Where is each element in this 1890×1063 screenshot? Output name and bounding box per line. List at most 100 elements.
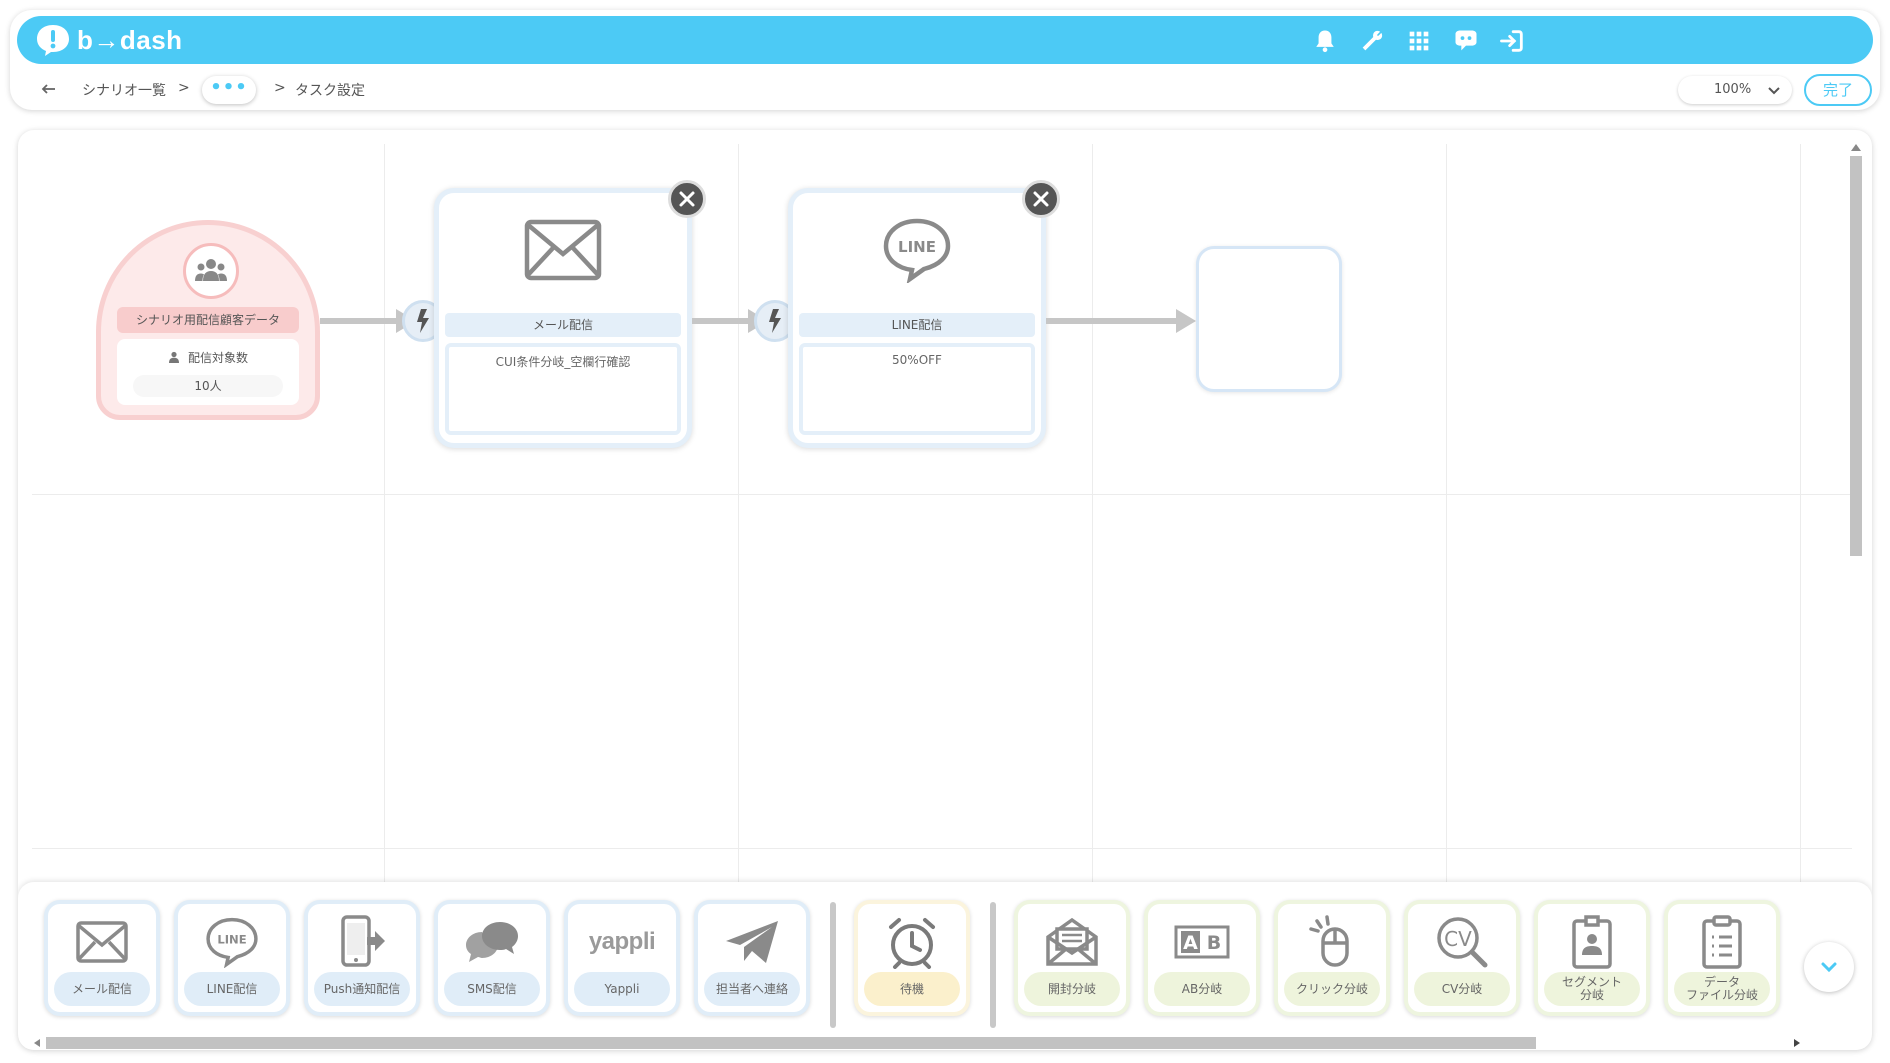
- yappli-logo-text: yappli: [588, 928, 656, 955]
- bell-icon[interactable]: [1310, 26, 1340, 56]
- connector-arrowhead: [1176, 309, 1196, 333]
- grid-line: [32, 494, 1852, 495]
- scenario-canvas[interactable]: シナリオ用配信顧客データ 配信対象数 10人 メール配信 CUI条件分岐_空欄行…: [18, 130, 1872, 1050]
- delete-task-button[interactable]: [668, 180, 706, 218]
- task-node-title: LINE配信: [799, 313, 1035, 337]
- start-node-count-box: 配信対象数 10人: [117, 339, 299, 405]
- svg-text:A: A: [1183, 932, 1198, 954]
- task-node-body: 50%OFF: [799, 343, 1035, 435]
- grid-line: [1800, 144, 1801, 904]
- close-icon: [1033, 191, 1049, 207]
- palette-item-line[interactable]: LINE LINE配信: [174, 900, 290, 1016]
- palette-divider: [990, 902, 996, 1028]
- svg-text:CV: CV: [1444, 927, 1472, 951]
- header: b→dash シナリオ一覧 > ••• > タスク設定 100%: [10, 10, 1880, 110]
- scroll-left-icon[interactable]: [34, 1039, 40, 1047]
- svg-text:LINE: LINE: [898, 238, 936, 256]
- palette-item-label: CV分岐: [1414, 972, 1510, 1006]
- palette-item-label: データ ファイル分岐: [1674, 972, 1770, 1006]
- task-node-email[interactable]: メール配信 CUI条件分岐_空欄行確認: [434, 188, 692, 448]
- breadcrumb-ellipsis-button[interactable]: •••: [202, 76, 256, 104]
- palette-item-label: 担当者へ連絡: [704, 972, 800, 1006]
- connector-line: [1046, 318, 1182, 324]
- sms-icon: [438, 912, 546, 972]
- paper-plane-icon: [698, 912, 806, 972]
- line-icon: LINE: [793, 215, 1041, 285]
- horizontal-scrollbar[interactable]: [32, 1036, 1802, 1050]
- mouse-click-icon: [1278, 912, 1386, 972]
- palette-item-label: セグメント 分岐: [1544, 972, 1640, 1006]
- lightning-icon: [769, 309, 781, 333]
- svg-text:B: B: [1207, 932, 1221, 954]
- palette-item-label-text: データ ファイル分岐: [1685, 975, 1758, 1002]
- grid-line: [1446, 144, 1447, 904]
- grid-line: [738, 144, 739, 904]
- scroll-up-icon[interactable]: [1851, 144, 1861, 151]
- line-icon: LINE: [178, 912, 286, 972]
- grid-line: [384, 144, 385, 904]
- scroll-right-icon[interactable]: [1794, 1039, 1800, 1047]
- arrow-left-icon[interactable]: [38, 78, 60, 100]
- breadcrumb-scenario-list[interactable]: シナリオ一覧: [82, 83, 166, 99]
- start-node[interactable]: シナリオ用配信顧客データ 配信対象数 10人: [96, 220, 320, 420]
- mail-icon: [439, 215, 687, 285]
- task-node-line[interactable]: LINE LINE配信 50%OFF: [788, 188, 1046, 448]
- palette-item-cv-branch[interactable]: CV CV分岐: [1404, 900, 1520, 1016]
- chat-bot-icon[interactable]: [1451, 26, 1481, 56]
- palette-item-sms[interactable]: SMS配信: [434, 900, 550, 1016]
- user-icon: [168, 351, 179, 363]
- delete-task-button[interactable]: [1022, 180, 1060, 218]
- palette-item-wait[interactable]: 待機: [854, 900, 970, 1016]
- palette-item-label: クリック分岐: [1284, 972, 1380, 1006]
- apps-grid-icon[interactable]: [1404, 26, 1434, 56]
- palette-item-label: SMS配信: [444, 972, 540, 1006]
- palette-item-yappli[interactable]: yappli Yappli: [564, 900, 680, 1016]
- logout-icon[interactable]: [1497, 26, 1527, 56]
- grid-line: [1092, 144, 1093, 904]
- palette-item-label: 開封分岐: [1024, 972, 1120, 1006]
- palette-divider: [830, 902, 836, 1028]
- palette-item-email[interactable]: メール配信: [44, 900, 160, 1016]
- svg-text:LINE: LINE: [217, 933, 246, 947]
- chevron-down-icon: [1768, 87, 1780, 95]
- empty-task-slot[interactable]: [1196, 246, 1342, 392]
- connector-line: [320, 318, 400, 324]
- clipboard-icon: [1668, 912, 1776, 972]
- vertical-scrollbar[interactable]: [1848, 144, 1864, 874]
- breadcrumb: シナリオ一覧 > ••• > タスク設定 100% 完了: [10, 72, 1880, 108]
- horizontal-scrollbar-thumb[interactable]: [46, 1037, 1536, 1049]
- push-icon: [308, 912, 416, 972]
- alarm-clock-icon: [858, 912, 966, 972]
- palette-item-click-branch[interactable]: クリック分岐: [1274, 900, 1390, 1016]
- task-node-body: CUI条件分岐_空欄行確認: [445, 343, 681, 435]
- palette-item-label-text: セグメント 分岐: [1561, 975, 1622, 1002]
- group-icon: [183, 243, 239, 299]
- task-node-title: メール配信: [445, 313, 681, 337]
- vertical-scrollbar-thumb[interactable]: [1850, 156, 1862, 556]
- palette-item-label: LINE配信: [184, 972, 280, 1006]
- done-button[interactable]: 完了: [1804, 74, 1872, 106]
- task-palette: メール配信 LINE LINE配信 Push通知配信 SMS配信 yappli …: [18, 882, 1872, 1050]
- open-mail-icon: [1018, 912, 1126, 972]
- breadcrumb-separator: >: [274, 80, 286, 96]
- logo[interactable]: b→dash: [35, 22, 183, 58]
- breadcrumb-separator: >: [178, 80, 190, 96]
- palette-item-data-file-branch[interactable]: データ ファイル分岐: [1664, 900, 1780, 1016]
- id-badge-icon: [1538, 912, 1646, 972]
- cv-search-icon: CV: [1408, 912, 1516, 972]
- palette-item-segment-branch[interactable]: セグメント 分岐: [1534, 900, 1650, 1016]
- top-bar: b→dash: [17, 16, 1873, 64]
- yappli-icon: yappli: [568, 912, 676, 972]
- palette-item-open-branch[interactable]: 開封分岐: [1014, 900, 1130, 1016]
- start-node-count-value: 10人: [133, 375, 283, 397]
- grid-line: [32, 848, 1852, 849]
- palette-toggle-button[interactable]: [1804, 942, 1854, 992]
- chevron-down-icon: [1821, 962, 1837, 973]
- mail-icon: [48, 912, 156, 972]
- palette-item-contact[interactable]: 担当者へ連絡: [694, 900, 810, 1016]
- wrench-icon[interactable]: [1357, 26, 1387, 56]
- palette-item-push[interactable]: Push通知配信: [304, 900, 420, 1016]
- breadcrumb-current: タスク設定: [295, 83, 365, 99]
- zoom-select[interactable]: 100%: [1678, 76, 1792, 104]
